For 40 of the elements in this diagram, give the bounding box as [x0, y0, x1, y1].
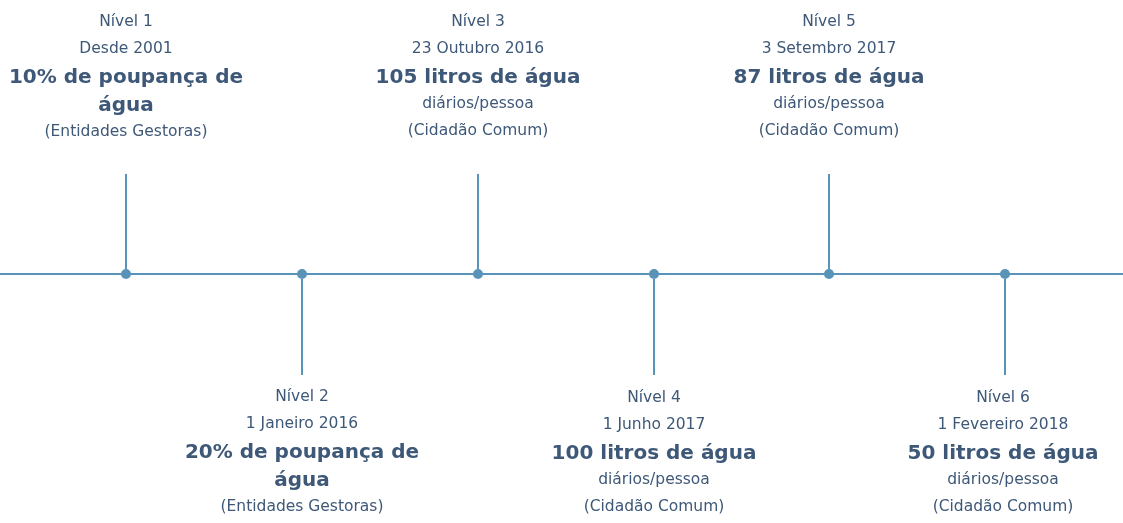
milestone-value: 100 litros de água — [550, 439, 758, 466]
milestone-note: (Entidades Gestoras) — [43, 121, 209, 142]
level-label: Nível 3 — [450, 11, 506, 32]
connector-line — [653, 278, 655, 376]
milestone-note: (Cidadão Comum) — [757, 120, 901, 141]
timeline-dot — [121, 269, 131, 279]
milestone-value: 50 litros de água — [906, 439, 1100, 466]
timeline-dot — [824, 269, 834, 279]
milestone-value: 87 litros de água — [732, 63, 926, 90]
milestone-value: 20% de poupança de água — [183, 438, 421, 493]
milestone-note: (Cidadão Comum) — [582, 496, 726, 517]
level-label: Nível 5 — [801, 11, 857, 32]
milestone-note: diários/pessoa — [597, 469, 711, 490]
milestone-note: (Cidadão Comum) — [406, 120, 550, 141]
connector-line — [1004, 278, 1006, 376]
connector-line — [477, 173, 479, 270]
milestone-note: diários/pessoa — [772, 93, 886, 114]
connector-line — [125, 173, 127, 270]
date-label: 23 Outubro 2016 — [410, 38, 546, 59]
milestone-note: (Cidadão Comum) — [931, 496, 1075, 517]
date-label: 1 Junho 2017 — [601, 414, 707, 435]
date-label: 3 Setembro 2017 — [760, 38, 898, 59]
level-label: Nível 4 — [626, 387, 682, 408]
date-label: Desde 2001 — [78, 38, 174, 59]
connector-line — [301, 278, 303, 376]
milestone-value: 105 litros de água — [374, 63, 582, 90]
date-label: 1 Fevereiro 2018 — [936, 414, 1070, 435]
level-label: Nível 2 — [274, 386, 330, 407]
milestone-value: 10% de poupança de água — [7, 63, 245, 118]
level-label: Nível 1 — [98, 11, 154, 32]
timeline-dot — [1000, 269, 1010, 279]
level-label: Nível 6 — [975, 387, 1031, 408]
timeline-dot — [649, 269, 659, 279]
date-label: 1 Janeiro 2016 — [244, 413, 360, 434]
connector-line — [828, 173, 830, 270]
timeline-dot — [473, 269, 483, 279]
milestone-note: (Entidades Gestoras) — [219, 496, 385, 517]
timeline-dot — [297, 269, 307, 279]
milestone-note: diários/pessoa — [421, 93, 535, 114]
milestone-note: diários/pessoa — [946, 469, 1060, 490]
